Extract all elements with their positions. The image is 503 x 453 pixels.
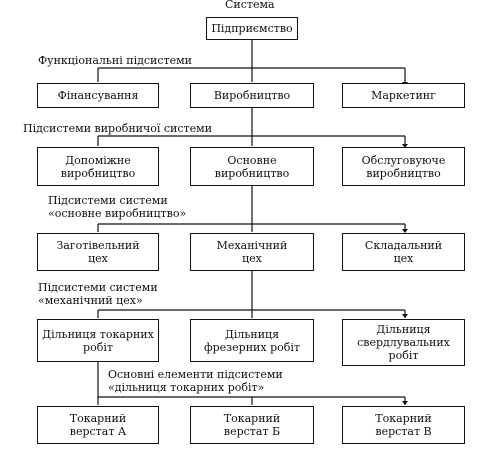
level-label: Підсистеми системи «основне виробництво» [48, 194, 187, 220]
level-box: Маркетинг [342, 83, 465, 108]
level-box: Заготівельний цех [37, 233, 159, 271]
level-box: Фінансування [37, 83, 159, 108]
level-box: Дільниця фрезерних робіт [190, 319, 314, 362]
level-box: Токарний верстат Б [190, 406, 314, 444]
arrowhead [402, 314, 408, 318]
level-label: Функціональні підсистеми [38, 54, 192, 67]
arrowhead [402, 144, 408, 148]
root-box: Підприємство [206, 17, 298, 40]
level-box: Дільниця токарних робіт [37, 319, 159, 362]
level-box: Токарний верстат А [37, 406, 159, 444]
level-box: Виробництво [190, 83, 314, 108]
level-box: Основне виробництво [190, 147, 314, 186]
level-box: Дільниця свердлувальних робіт [342, 319, 465, 366]
level-box: Обслуговуюче виробництво [342, 147, 465, 186]
level-label: Підсистеми системи «механічний цех» [38, 281, 158, 307]
level-box: Токарний верстат В [342, 406, 465, 444]
system-label: Система [225, 0, 275, 11]
level-label: Підсистеми виробничої системи [23, 122, 213, 135]
level-box: Механічний цех [190, 233, 314, 271]
arrowhead [402, 401, 408, 405]
arrowhead [402, 229, 408, 233]
level-box: Складальний цех [342, 233, 465, 271]
level-label: Основні елементи підсистеми «дільниця то… [108, 368, 283, 394]
level-box: Допоміжне виробництво [37, 147, 159, 186]
